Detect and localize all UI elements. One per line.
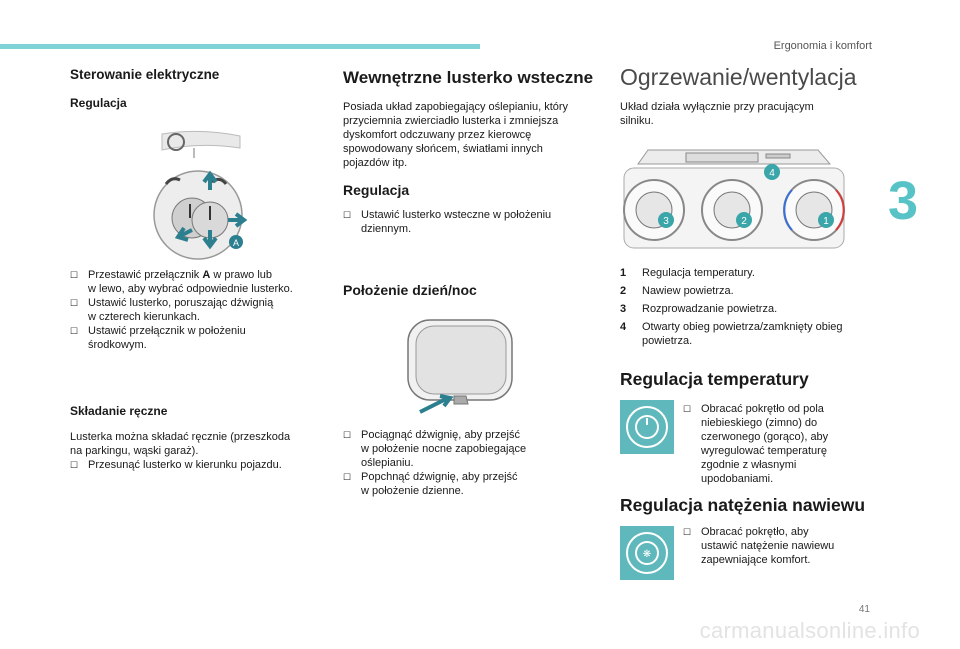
label-a: A <box>233 238 239 248</box>
checkbox-icon: ☐ <box>70 270 79 280</box>
subsection-regulacja: Regulacja <box>70 96 127 110</box>
section-title-mirror: Wewnętrzne lusterko wsteczne <box>343 68 594 87</box>
mirror-intro: Posiada układ zapobiegający oślepianiu, … <box>343 101 569 169</box>
callout-2: 2 <box>741 216 747 227</box>
top-accent-bar <box>0 44 480 49</box>
subsection-mirror-regulacja: Regulacja <box>343 182 410 198</box>
bullet-item: ☐ Przestawić przełącznik A w prawo lub w… <box>70 269 293 295</box>
folding-text: Lusterka można składać ręcznie (przeszko… <box>70 430 340 472</box>
temperature-knob-icon <box>620 400 674 454</box>
col1-bullets: ☐ Przestawić przełącznik A w prawo lub w… <box>70 268 330 352</box>
checkbox-icon: ☐ <box>343 430 352 440</box>
checkbox-icon: ☐ <box>343 472 352 482</box>
checkbox-icon: ☐ <box>70 460 79 470</box>
callout-1: 1 <box>823 216 829 227</box>
checkbox-icon: ☐ <box>683 527 692 537</box>
subsection-day-night: Położenie dzień/noc <box>343 282 477 298</box>
bullet-item: ☐Przesunąć lusterko w kierunku pojazdu. <box>70 459 282 471</box>
climate-panel-illustration: 4 3 2 1 <box>623 149 845 249</box>
subsection-folding: Składanie ręczne <box>70 404 168 418</box>
section-title-heating: Ogrzewanie/wentylacja <box>620 64 857 90</box>
checkbox-icon: ☐ <box>683 404 692 414</box>
fan-knob-icon: ❋ <box>620 526 674 580</box>
chapter-header: Ergonomia i komfort <box>773 40 872 52</box>
rearview-mirror-illustration <box>407 319 513 414</box>
callout-3: 3 <box>663 216 669 227</box>
section-title-airflow: Regulacja natężenia nawiewu <box>620 495 866 515</box>
chapter-number: 3 <box>887 171 918 231</box>
watermark: carmanualsonline.info <box>699 618 920 643</box>
mirror-switch-illustration: A <box>153 130 248 260</box>
page-number: 41 <box>858 604 870 615</box>
checkbox-icon: ☐ <box>343 210 352 220</box>
checkbox-icon: ☐ <box>70 326 79 336</box>
callout-4: 4 <box>769 168 775 179</box>
section-title-temperature: Regulacja temperatury <box>620 369 809 389</box>
svg-text:❋: ❋ <box>643 549 651 560</box>
checkbox-icon: ☐ <box>70 298 79 308</box>
section-title-electric: Sterowanie elektryczne <box>70 67 220 82</box>
